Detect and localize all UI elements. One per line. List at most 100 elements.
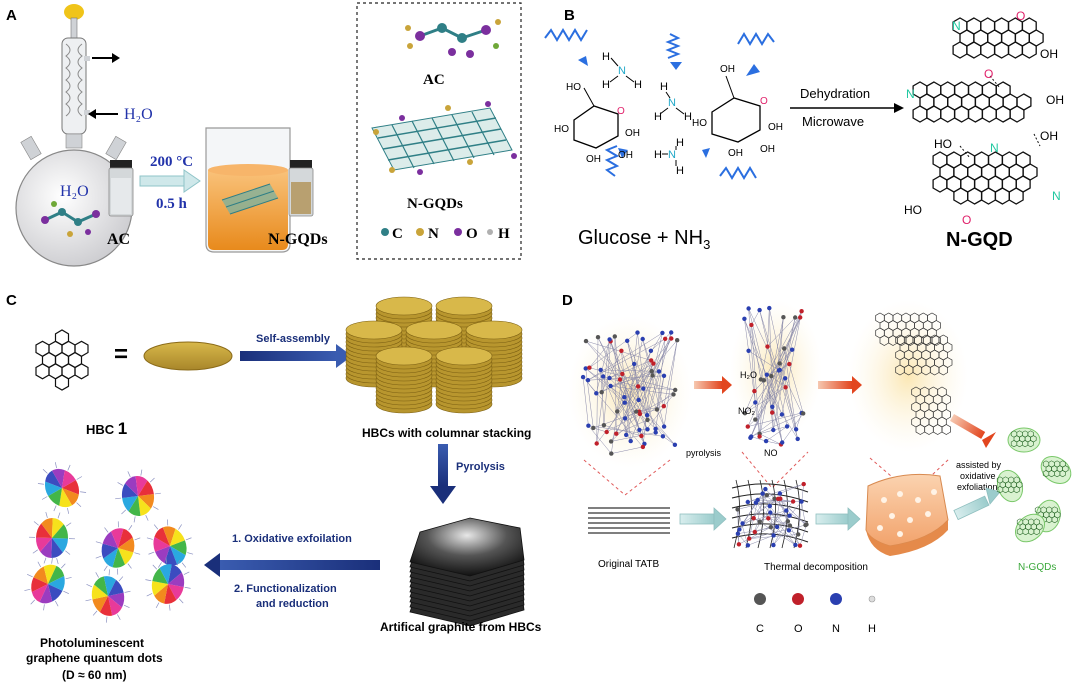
glucose-molecule-1: HO O HO OH OH OH xyxy=(554,82,640,165)
bond xyxy=(747,493,780,503)
exfoliated-sheet xyxy=(865,473,949,556)
mesh-line xyxy=(731,523,809,533)
dot-slice xyxy=(108,579,124,596)
nh3-molecule: H N H H xyxy=(654,81,692,123)
bond xyxy=(611,446,643,454)
svg-text:HO: HO xyxy=(904,203,922,217)
bond xyxy=(780,413,804,445)
dot-slice xyxy=(168,564,182,584)
atom xyxy=(622,400,627,405)
hbc-disc-layer xyxy=(435,296,493,316)
ligand xyxy=(178,524,182,530)
ligand xyxy=(154,492,161,495)
atom xyxy=(753,417,758,422)
atom xyxy=(793,542,798,548)
reflux-apparatus: H₂O H₂O xyxy=(15,4,153,267)
dot-slice xyxy=(170,540,187,556)
svg-text:N: N xyxy=(990,141,999,155)
atom xyxy=(795,436,800,442)
atom xyxy=(587,365,592,370)
dot-slice xyxy=(52,524,68,539)
assist-label-1: assisted by xyxy=(956,460,1002,470)
bond xyxy=(759,310,798,439)
ngqd-flake xyxy=(1015,513,1045,543)
bond xyxy=(799,524,807,546)
dot-slice xyxy=(48,584,63,602)
atom xyxy=(656,369,662,374)
bond xyxy=(585,368,625,398)
hbc-ring xyxy=(54,374,70,391)
svg-text:N: N xyxy=(668,149,676,161)
bond xyxy=(619,379,645,444)
atom xyxy=(763,486,768,492)
dot-slice xyxy=(33,566,48,584)
bond xyxy=(585,340,652,361)
microwave-waves xyxy=(544,28,775,180)
ngqd-flakes xyxy=(996,427,1072,543)
graphene-quantum-dots xyxy=(24,462,194,623)
bond xyxy=(749,524,806,539)
process-arrow-a: 200 °C 0.5 h xyxy=(139,154,201,212)
artificial-graphite xyxy=(409,517,525,627)
atom xyxy=(661,373,667,378)
hbc-disc-layer xyxy=(375,296,433,316)
bond xyxy=(609,360,652,379)
ligand xyxy=(67,507,70,514)
bond xyxy=(589,332,638,368)
bond xyxy=(646,389,676,416)
atom xyxy=(735,507,740,512)
bond xyxy=(616,419,648,434)
atom xyxy=(614,431,619,436)
hbc-disc xyxy=(143,341,233,371)
atom xyxy=(771,533,776,538)
dot-slice xyxy=(108,592,125,608)
panel-b: B H N H H H xyxy=(544,7,1064,252)
ligand xyxy=(42,469,48,474)
mesh-line xyxy=(745,479,752,549)
atom xyxy=(763,438,769,444)
atom xyxy=(640,444,646,450)
hex-ring xyxy=(994,187,1010,205)
atom xyxy=(751,516,756,521)
h-bond-line xyxy=(989,75,1001,89)
bond xyxy=(783,348,790,365)
svg-text:H: H xyxy=(684,111,692,123)
bond xyxy=(773,498,781,536)
hbc-ring xyxy=(35,340,50,357)
ligand xyxy=(134,552,141,555)
atom xyxy=(783,385,788,390)
pyrolysis-label-d: pyrolysis xyxy=(686,448,722,458)
ligand xyxy=(117,521,119,528)
hex-ring xyxy=(1008,187,1024,205)
ligand xyxy=(32,549,38,554)
dot-slice xyxy=(164,584,177,604)
svg-text:HO: HO xyxy=(934,137,952,151)
hbc-ring xyxy=(54,329,70,346)
atom xyxy=(649,358,654,363)
svg-text:H: H xyxy=(676,165,684,177)
mesh-line xyxy=(793,479,800,549)
ligand xyxy=(127,563,132,569)
bond xyxy=(784,378,802,414)
atom xyxy=(784,508,789,513)
atom xyxy=(594,391,599,396)
atom xyxy=(585,378,591,383)
hex-ring xyxy=(912,105,928,123)
bond xyxy=(789,364,804,414)
hex-ring xyxy=(953,105,970,123)
ligand xyxy=(85,599,92,602)
svg-text:N: N xyxy=(668,97,676,109)
svg-text:H: H xyxy=(654,111,662,123)
ngqd-sheet-structure xyxy=(371,101,517,175)
bond xyxy=(601,350,622,393)
bond xyxy=(760,379,798,440)
legend-d-o-label: O xyxy=(794,623,803,635)
dot-slice xyxy=(138,494,155,509)
atom xyxy=(774,524,780,530)
hex-ring xyxy=(940,105,956,123)
product-label: N-GQD xyxy=(946,229,1013,251)
atom xyxy=(782,346,787,351)
dehydration-label: Dehydration xyxy=(800,86,870,101)
h-bond-line xyxy=(959,145,971,159)
h2o-flask-label: H₂O xyxy=(60,183,89,200)
